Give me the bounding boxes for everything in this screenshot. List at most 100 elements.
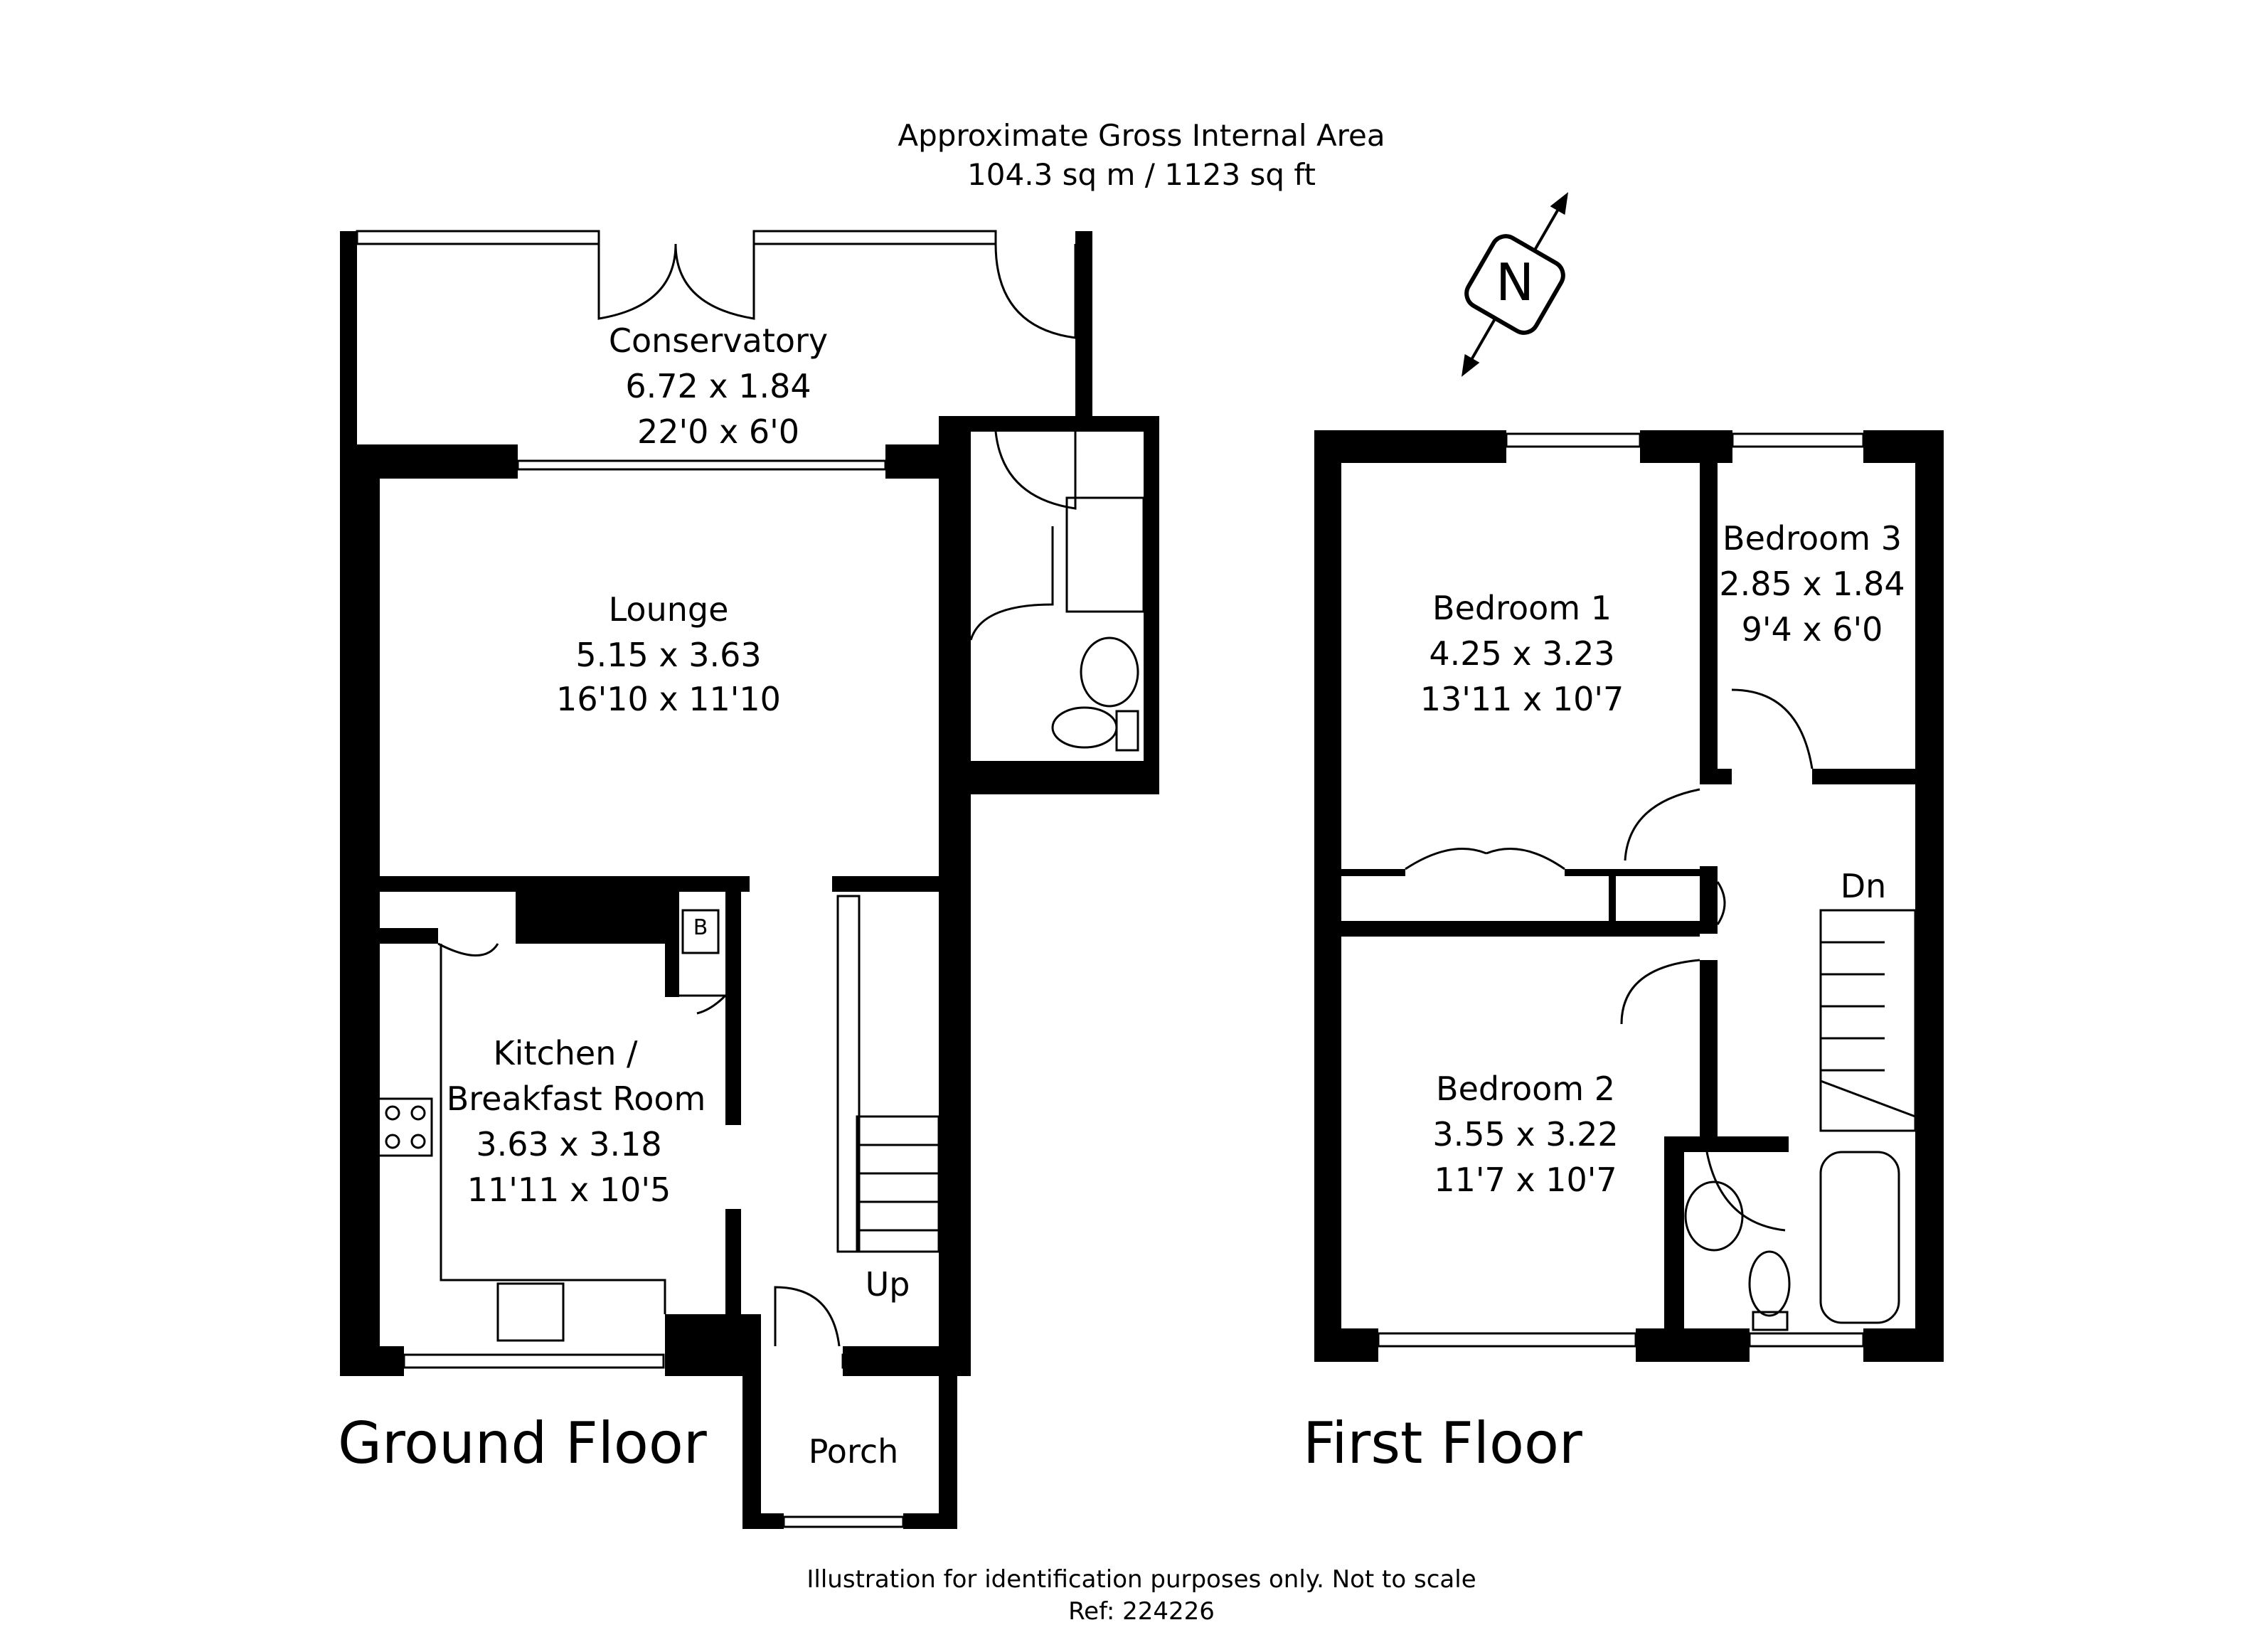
wall	[1144, 416, 1159, 794]
wall	[1640, 430, 1732, 463]
first-floor-title: First Floor	[1303, 1410, 1582, 1476]
wall	[1812, 769, 1944, 784]
toilet	[1748, 1250, 1791, 1317]
area-value: 104.3 sq m / 1123 sq ft	[967, 157, 1316, 192]
hob	[377, 1097, 433, 1157]
wall	[725, 876, 741, 1125]
window	[752, 230, 997, 245]
sink	[496, 1282, 565, 1342]
bedroom1-imperial: 13'11 x 10'7	[1420, 680, 1624, 718]
door-swing	[994, 431, 1077, 510]
kitchen-imperial: 11'11 x 10'5	[467, 1171, 671, 1209]
hob-ring	[385, 1134, 400, 1149]
window	[782, 1515, 905, 1528]
boiler-label: B	[693, 915, 708, 940]
wall	[1700, 463, 1718, 769]
door-swing	[969, 526, 1054, 641]
bedroom2-name: Bedroom 2	[1436, 1070, 1615, 1108]
cupboard	[1065, 496, 1145, 613]
porch-name: Porch	[808, 1432, 899, 1471]
wall	[1565, 869, 1700, 876]
wall	[939, 416, 971, 1376]
wall	[516, 876, 679, 944]
basin	[1684, 1181, 1744, 1252]
wall	[665, 1314, 754, 1376]
hob-ring	[410, 1134, 426, 1149]
wall	[1609, 869, 1616, 926]
wall	[1700, 866, 1718, 934]
wall	[340, 231, 357, 444]
basin	[1080, 636, 1139, 708]
window	[1731, 432, 1865, 448]
wall	[1314, 430, 1506, 463]
wall	[832, 876, 939, 892]
wall	[1314, 1328, 1378, 1362]
reference: Ref: 224226	[1068, 1597, 1215, 1626]
wall	[1915, 430, 1944, 1362]
wall	[1664, 1136, 1684, 1350]
wall	[1075, 231, 1092, 430]
worktop	[440, 944, 666, 1314]
north-arrow-icon	[1462, 192, 1568, 377]
wall	[1863, 1328, 1944, 1362]
wall	[380, 928, 438, 944]
wall	[665, 876, 679, 997]
door-swing	[994, 243, 1077, 339]
wall	[885, 444, 939, 479]
wall	[1341, 869, 1405, 876]
area-title: Approximate Gross Internal Area	[898, 118, 1385, 153]
stair-tread	[1820, 1080, 1916, 1118]
window	[403, 1353, 665, 1369]
wall	[1341, 921, 1700, 937]
door-swing	[1731, 688, 1814, 769]
wall	[903, 1513, 957, 1529]
door-swing	[1620, 959, 1700, 1025]
walls	[340, 231, 1944, 1529]
north-letter: N	[1496, 252, 1534, 312]
stairs-up-label: Up	[865, 1265, 910, 1304]
door-swing	[774, 1286, 841, 1347]
conservatory-imperial: 22'0 x 6'0	[637, 412, 800, 451]
wall	[742, 1314, 761, 1529]
window	[516, 459, 887, 471]
conservatory-metric: 6.72 x 1.84	[625, 367, 811, 405]
door-swing	[1486, 848, 1565, 870]
bedroom3-imperial: 9'4 x 6'0	[1741, 610, 1883, 649]
door-swing	[1705, 1151, 1786, 1232]
kitchen-metric: 3.63 x 3.18	[476, 1125, 662, 1163]
window	[1748, 1332, 1865, 1348]
door-swing	[674, 243, 755, 320]
disclaimer: Illustration for identification purposes…	[806, 1565, 1476, 1594]
wall	[742, 1513, 784, 1529]
wall	[939, 416, 1159, 432]
wall	[340, 1346, 404, 1376]
boiler	[681, 909, 720, 954]
wall	[1700, 769, 1732, 784]
toilet-cistern	[1752, 1311, 1789, 1331]
wall	[1863, 430, 1944, 463]
wall	[1700, 960, 1718, 1145]
bedroom3-metric: 2.85 x 1.84	[1719, 565, 1905, 603]
lounge-metric: 5.15 x 3.63	[575, 636, 762, 674]
wall	[939, 761, 1159, 794]
window	[841, 1353, 930, 1369]
ground-floor-title: Ground Floor	[338, 1410, 707, 1476]
window	[1505, 432, 1641, 448]
wall	[1636, 1328, 1750, 1362]
window	[356, 230, 600, 245]
kitchen-name-line1: Kitchen /	[493, 1034, 638, 1072]
bedroom1-name: Bedroom 1	[1432, 589, 1612, 627]
wall	[340, 444, 380, 1376]
wall	[725, 1209, 741, 1316]
bathtub	[1819, 1151, 1900, 1324]
stairs-down-label: Dn	[1840, 867, 1887, 905]
wall	[1664, 1136, 1789, 1152]
door-swing	[597, 243, 677, 320]
staircase	[836, 895, 861, 1253]
toilet-cistern	[1115, 710, 1139, 752]
bedroom1-metric: 4.25 x 3.23	[1429, 634, 1615, 673]
lounge-imperial: 16'10 x 11'10	[556, 680, 781, 718]
wall	[939, 1346, 957, 1529]
